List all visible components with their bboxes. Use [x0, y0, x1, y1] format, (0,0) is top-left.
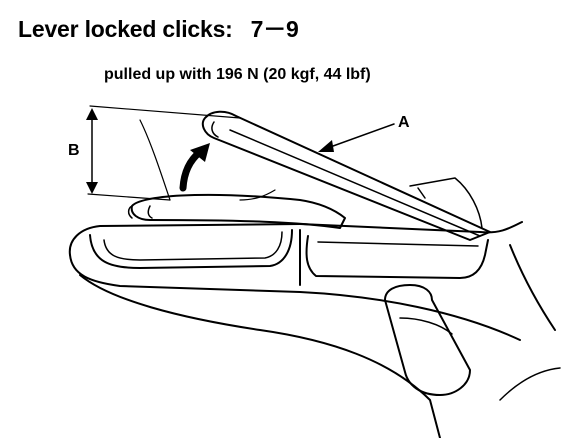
callout-a-label: A [398, 114, 410, 131]
heading-label: Lever locked clicks: [18, 16, 233, 42]
shift-knob [384, 284, 471, 396]
lever-clicks-heading: Lever locked clicks: 7－9 [18, 10, 299, 44]
lever-lowered [127, 193, 346, 229]
leader-a [318, 123, 395, 152]
heading-value: 7－9 [250, 16, 299, 42]
lever-raised [201, 110, 491, 241]
callout-b-label: B [68, 142, 80, 159]
seat-edges [139, 119, 561, 401]
center-console [68, 221, 556, 438]
dimension-b [86, 105, 241, 201]
lever-recess [89, 229, 293, 269]
pull-force-note: pulled up with 196 N (20 kgf, 44 lbf) [104, 66, 371, 83]
pull-direction-arrow [179, 143, 210, 192]
